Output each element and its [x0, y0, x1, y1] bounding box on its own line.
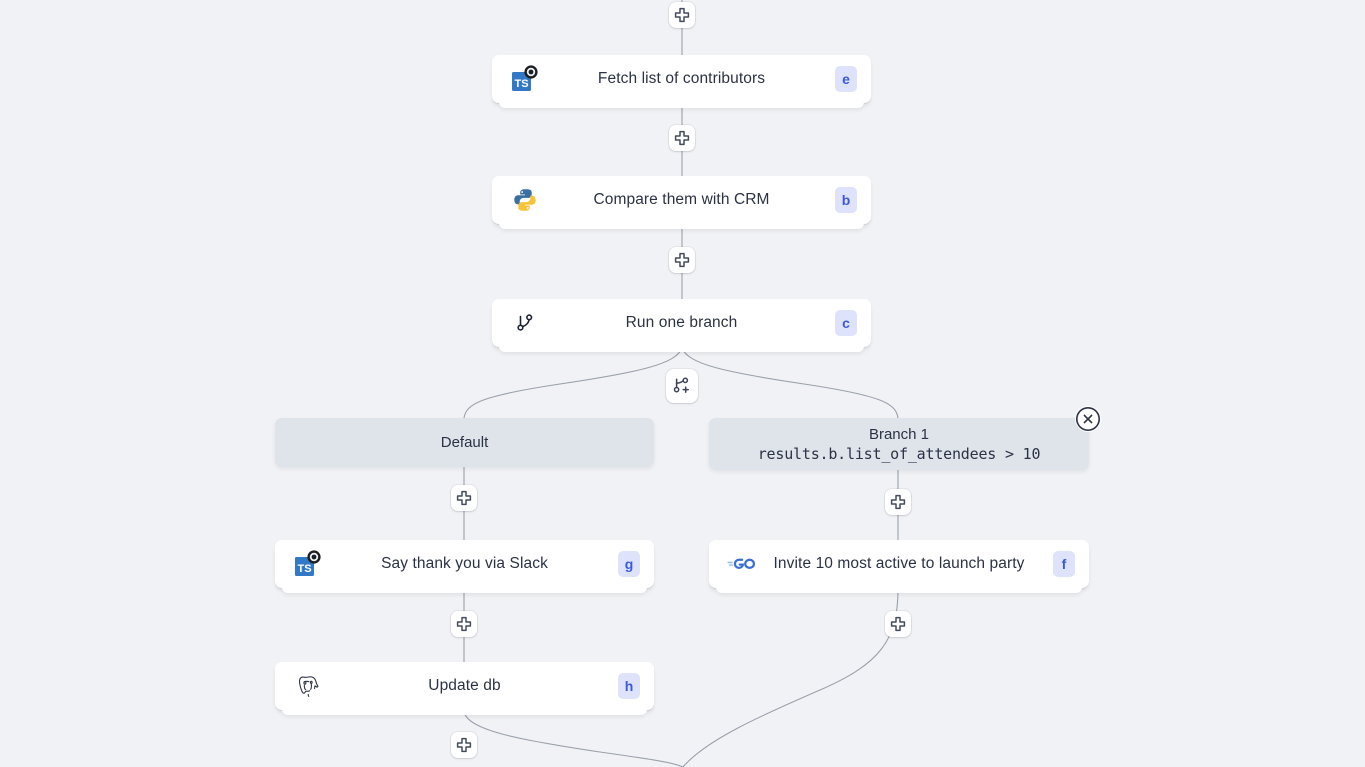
workflow-node-title: Run one branch — [625, 314, 738, 331]
workflow-node-title: Say thank you via Slack — [381, 555, 548, 572]
close-circle-icon — [1076, 407, 1100, 431]
postgresql-icon — [293, 671, 323, 701]
workflow-node-title: Invite 10 most active to launch party — [773, 555, 1025, 572]
workflow-node-badge[interactable]: e — [835, 66, 857, 92]
workflow-node-badge[interactable]: b — [835, 187, 857, 213]
branch-condition: results.b.list_of_attendees > 10 — [757, 444, 1041, 463]
workflow-node-title: Update db — [428, 677, 501, 694]
add-step-button-after-g[interactable] — [451, 611, 477, 637]
plus-icon — [456, 616, 472, 632]
workflow-node-badge[interactable]: h — [618, 673, 640, 699]
workflow-node-fetch-list-of-contributors[interactable]: TS Fetch list of contributors e — [492, 55, 871, 108]
workflow-node-compare-them-with-crm[interactable]: Compare them with CRM b — [492, 176, 871, 229]
remove-branch-button[interactable] — [1075, 406, 1101, 432]
edge-c-branch1 — [681, 347, 899, 419]
edge-h-merge — [463, 709, 684, 767]
plus-icon — [890, 616, 906, 632]
add-step-button-after-f[interactable] — [885, 611, 911, 637]
workflow-node-title: Compare them with CRM — [593, 191, 770, 208]
typescript-github-icon: TS — [510, 64, 540, 94]
workflow-node-title: Fetch list of contributors — [597, 70, 766, 87]
plus-icon — [456, 737, 472, 753]
plus-icon — [674, 130, 690, 146]
plus-icon — [456, 490, 472, 506]
svg-text:TS: TS — [514, 78, 528, 90]
typescript-github-icon: TS — [293, 549, 323, 579]
branch-name: Branch 1 — [868, 425, 930, 443]
workflow-node-badge[interactable]: g — [618, 551, 640, 577]
add-step-button-after-e[interactable] — [669, 125, 695, 151]
plus-icon — [674, 252, 690, 268]
add-step-button-after-h[interactable] — [451, 732, 477, 758]
add-step-button-default-branch[interactable] — [451, 485, 477, 511]
add-step-button-branch1[interactable] — [885, 489, 911, 515]
branch-plus-icon — [673, 377, 689, 393]
svg-text:TS: TS — [297, 563, 311, 575]
add-step-button-after-b[interactable] — [669, 247, 695, 273]
workflow-node-badge[interactable]: c — [835, 310, 857, 336]
add-step-button-top[interactable] — [669, 2, 695, 28]
go-icon — [727, 549, 757, 579]
workflow-node-badge[interactable]: f — [1053, 551, 1075, 577]
edge-f-merge — [682, 588, 899, 767]
branch-label-default[interactable]: Default — [275, 418, 654, 467]
edge-c-default — [463, 347, 683, 419]
plus-icon — [674, 7, 690, 23]
branch-name: Default — [440, 434, 489, 451]
plus-icon — [890, 494, 906, 510]
workflow-node-invite-10-most-active-to-launch-party[interactable]: Invite 10 most active to launch party f — [709, 540, 1089, 593]
branch-label-branch-1[interactable]: Branch 1 results.b.list_of_attendees > 1… — [709, 418, 1089, 470]
git-branch-icon — [510, 308, 540, 338]
add-branch-button[interactable] — [666, 369, 698, 403]
workflow-node-run-one-branch[interactable]: Run one branch c — [492, 299, 871, 352]
workflow-node-say-thank-you-via-slack[interactable]: TS Say thank you via Slack g — [275, 540, 654, 593]
python-icon — [510, 185, 540, 215]
workflow-node-update-db[interactable]: Update db h — [275, 662, 654, 715]
